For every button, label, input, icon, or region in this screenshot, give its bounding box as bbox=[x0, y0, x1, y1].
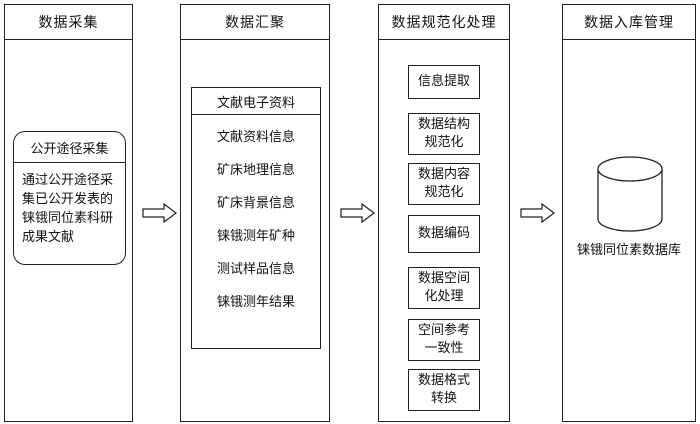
literature-electronic-box: 文献电子资料 文献资料信息 矿床地理信息 矿床背景信息 铼锇测年矿种 测试样品信… bbox=[191, 87, 321, 349]
column-title: 数据入库管理 bbox=[563, 5, 695, 40]
aggregation-list: 文献资料信息 矿床地理信息 矿床背景信息 铼锇测年矿种 测试样品信息 铼锇测年结… bbox=[192, 115, 320, 327]
public-collection-box: 公开途径采集 通过公开途径采 集已公开发表的 铼锇同位素科研 成果文献 bbox=[13, 131, 126, 265]
column-data-normalization: 数据规范化处理 信息提取 数据结构 规范化 数据内容 规范化 数据编码 数据空间… bbox=[378, 4, 510, 422]
step-spatialization: 数据空间 化处理 bbox=[408, 267, 480, 309]
list-item: 铼锇测年结果 bbox=[216, 295, 295, 310]
step-spatial-reference: 空间参考 一致性 bbox=[408, 319, 480, 361]
column-data-collection: 数据采集 公开途径采集 通过公开途径采 集已公开发表的 铼锇同位素科研 成果文献 bbox=[4, 4, 133, 422]
column-data-storage: 数据入库管理 铼锇同位素数据库 bbox=[562, 4, 696, 422]
public-collection-title: 公开途径采集 bbox=[14, 132, 125, 163]
arrow-right-icon bbox=[142, 202, 177, 224]
list-item: 矿床背景信息 bbox=[216, 196, 295, 211]
list-item: 测试样品信息 bbox=[216, 262, 295, 277]
list-item: 文献资料信息 bbox=[216, 130, 295, 145]
column-data-aggregation: 数据汇聚 文献电子资料 文献资料信息 矿床地理信息 矿床背景信息 铼锇测年矿种 … bbox=[180, 4, 330, 422]
column-title: 数据汇聚 bbox=[181, 5, 329, 40]
column-title: 数据规范化处理 bbox=[379, 5, 509, 40]
arrow-right-icon bbox=[520, 202, 555, 224]
database-icon bbox=[597, 156, 663, 232]
arrow-right-icon bbox=[340, 202, 375, 224]
literature-electronic-title: 文献电子资料 bbox=[192, 88, 320, 115]
step-data-encoding: 数据编码 bbox=[408, 215, 480, 253]
list-item: 铼锇测年矿种 bbox=[216, 229, 295, 244]
public-collection-description: 通过公开途径采 集已公开发表的 铼锇同位素科研 成果文献 bbox=[22, 173, 114, 245]
step-content-normalization: 数据内容 规范化 bbox=[408, 163, 480, 205]
column-title: 数据采集 bbox=[5, 5, 132, 40]
list-item: 矿床地理信息 bbox=[216, 163, 295, 178]
step-format-conversion: 数据格式 转换 bbox=[408, 369, 480, 411]
database-label: 铼锇同位素数据库 bbox=[576, 243, 681, 258]
step-structure-normalization: 数据结构 规范化 bbox=[408, 113, 480, 155]
step-info-extraction: 信息提取 bbox=[408, 65, 480, 99]
